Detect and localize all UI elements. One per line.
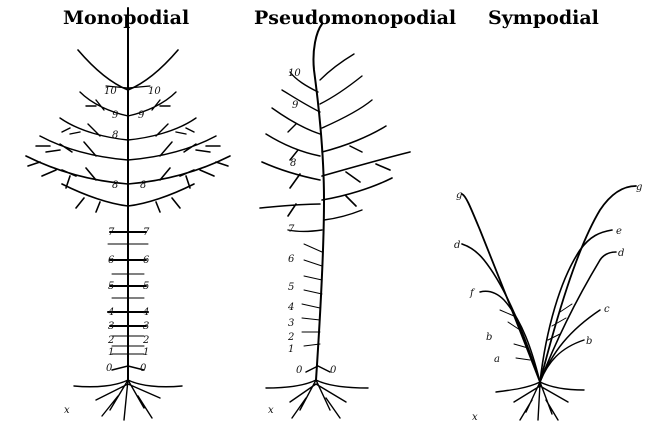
monopodial-branch (78, 50, 128, 90)
pseudomonopodial-branch (272, 100, 372, 134)
sympodial-roots (496, 382, 584, 420)
pseudo-label-5: 5 (288, 282, 294, 293)
sympodial-labels: g g d e d f c b b a x (454, 182, 642, 423)
pseudo-label-6: 6 (288, 254, 295, 265)
monopodial-branch (128, 136, 220, 160)
title-sympodial: Sympodial (488, 7, 599, 29)
mono-label-10-right: 10 (148, 86, 161, 97)
symp-label-b-right: b (586, 336, 592, 347)
mono-label-7-right: 7 (143, 227, 150, 238)
mono-label-10: 10 (104, 86, 117, 97)
pseudo-label-7: 7 (288, 224, 295, 235)
pseudo-label-3: 3 (288, 318, 294, 329)
symp-label-d-right: d (618, 248, 624, 259)
mono-label-1: 1 (108, 347, 114, 358)
monopodial-tree (26, 8, 230, 420)
monopodial-roots (74, 380, 182, 420)
symp-label-g-right: g (636, 182, 642, 193)
monopodial-branch (128, 118, 196, 140)
symp-label-a: a (494, 354, 500, 365)
mono-label-1-right: 1 (143, 347, 149, 358)
pseudomonopodial-roots (266, 380, 368, 418)
mono-label-2: 2 (107, 335, 114, 346)
pseudo-label-4: 4 (287, 302, 294, 313)
mono-label-7: 7 (108, 227, 115, 238)
pseudo-label-0-right: 0 (330, 365, 337, 376)
monopodial-branch (128, 50, 178, 90)
mono-label-9: 9 (112, 110, 119, 121)
pseudomonopodial-branch (260, 178, 392, 216)
mono-label-8-right: 8 (140, 180, 146, 191)
symp-label-b: b (486, 332, 492, 343)
pseudo-label-x: x (268, 405, 274, 416)
mono-label-3: 3 (108, 321, 114, 332)
sympodial-axis (540, 340, 584, 382)
symp-label-c: c (604, 304, 610, 315)
pseudomonopodial-branch (262, 152, 410, 188)
pseudo-label-10: 10 (288, 68, 301, 79)
symp-label-g: g (456, 190, 462, 201)
pseudo-label-8: 8 (290, 158, 296, 169)
pseudo-label-9: 9 (292, 100, 299, 111)
mono-label-5-right: 5 (143, 281, 149, 292)
mono-label-4-right: 4 (142, 307, 149, 318)
pseudo-label-0: 0 (296, 365, 303, 376)
mono-label-x: x (64, 405, 70, 416)
mono-label-5: 5 (108, 281, 114, 292)
symp-label-e: e (616, 226, 622, 237)
pseudomonopodial-stub (306, 366, 330, 372)
sympodial-axis-f (462, 244, 540, 382)
mono-label-6: 6 (108, 255, 115, 266)
mono-label-3-right: 3 (143, 321, 149, 332)
symp-label-x: x (472, 412, 478, 423)
sympodial-axis-c (540, 186, 636, 382)
pseudomonopodial-labels: 10 9 8 7 6 5 4 3 2 1 0 0 x (268, 68, 337, 416)
title-monopodial: Monopodial (63, 7, 189, 29)
mono-label-0: 0 (106, 363, 113, 374)
symp-label-d: d (454, 240, 460, 251)
title-pseudomonopodial: Pseudomonopodial (254, 7, 456, 29)
symp-label-f: f (469, 288, 476, 299)
mono-label-6-right: 6 (143, 255, 150, 266)
mono-label-0-right: 0 (140, 363, 147, 374)
mono-label-8a: 8 (112, 130, 118, 141)
mono-label-9-right: 9 (138, 110, 145, 121)
pseudomonopodial-branch (266, 126, 386, 160)
mono-label-2-right: 2 (142, 335, 149, 346)
pseudomonopodial-branch (288, 210, 362, 232)
pseudomonopodial-tree (260, 24, 410, 418)
pseudo-label-1: 1 (288, 344, 294, 355)
pseudo-label-2: 2 (287, 332, 294, 343)
mono-label-4: 4 (107, 307, 114, 318)
monopodial-branch (128, 184, 194, 212)
mono-label-8: 8 (112, 180, 118, 191)
sympodial-tree (462, 186, 636, 420)
monopodial-labels: 10 10 9 9 8 8 8 7 7 6 6 5 5 4 4 3 3 2 2 … (64, 86, 161, 416)
